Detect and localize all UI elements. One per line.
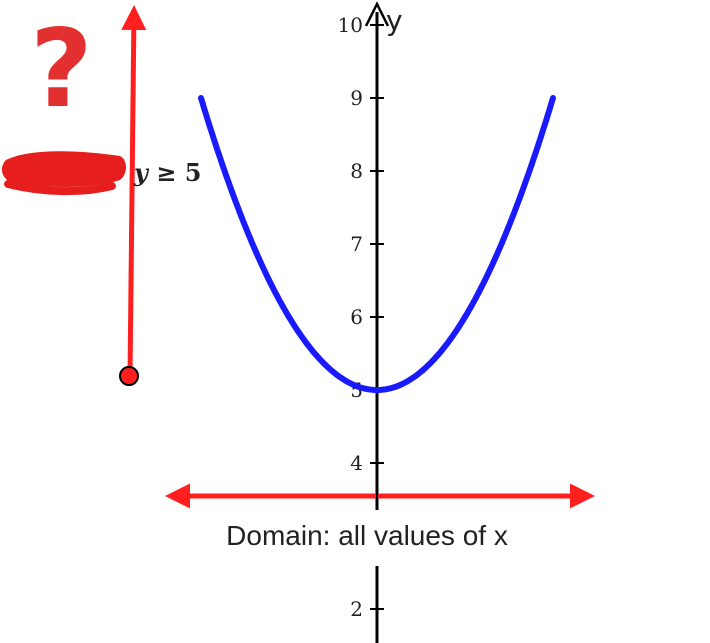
parabola-curve: [198, 95, 556, 393]
y-tick-label: 9: [350, 86, 363, 110]
y-axis-name: y: [386, 4, 403, 37]
redaction-scribble: [1, 151, 126, 187]
y-tick-label: 8: [350, 159, 363, 183]
range-label: y ≥ 5: [133, 158, 201, 187]
y-tick-label: 10: [338, 13, 363, 37]
range-arrow: [121, 5, 147, 377]
y-tick-label: 2: [350, 597, 363, 621]
y-axis: [364, 1, 390, 643]
y-tick-label: 7: [350, 232, 363, 256]
range-closed-endpoint: [119, 366, 139, 386]
redaction-scribble-stroke: [4, 180, 116, 196]
question-mark: ?: [30, 7, 93, 132]
y-tick-label: 4: [350, 451, 363, 475]
y-axis-arrow-icon: [364, 1, 390, 27]
domain-label: Domain: all values of x: [226, 520, 508, 551]
y-tick-label: 6: [350, 305, 363, 329]
